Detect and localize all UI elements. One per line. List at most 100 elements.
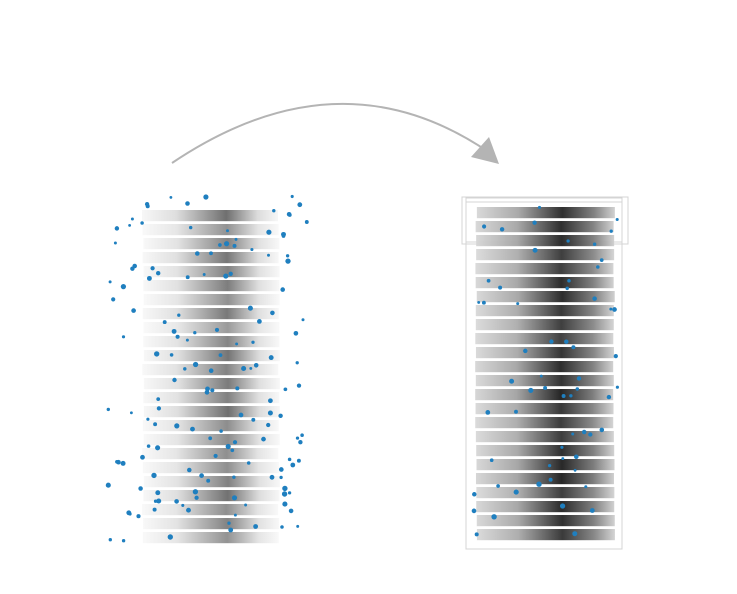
stack-row bbox=[476, 459, 615, 471]
scatter-point bbox=[287, 457, 292, 462]
scatter-point bbox=[296, 383, 302, 388]
transform-arrow bbox=[171, 103, 499, 164]
scatter-point bbox=[226, 229, 229, 233]
scatter-point bbox=[286, 212, 292, 217]
scatter-point bbox=[108, 538, 112, 542]
scatter-point bbox=[285, 258, 291, 264]
scatter-point bbox=[111, 297, 116, 302]
scatter-point bbox=[155, 445, 161, 451]
scatter-point bbox=[195, 251, 200, 256]
scatter-point bbox=[472, 492, 477, 497]
right-stack bbox=[475, 207, 615, 543]
scatter-point bbox=[234, 237, 238, 241]
scatter-point bbox=[537, 205, 542, 209]
scatter-point bbox=[482, 224, 487, 229]
stack-row bbox=[475, 305, 614, 317]
scatter-point bbox=[266, 229, 272, 235]
scatter-point bbox=[301, 318, 305, 322]
stack-row bbox=[475, 319, 614, 331]
scatter-point bbox=[187, 467, 192, 473]
scatter-point bbox=[146, 275, 152, 281]
stack-row bbox=[143, 280, 280, 292]
scatter-point bbox=[152, 507, 157, 512]
scatter-point bbox=[606, 394, 612, 400]
scatter-point bbox=[280, 287, 285, 292]
scatter-point bbox=[218, 353, 223, 357]
scatter-point bbox=[223, 273, 229, 279]
scatter-point bbox=[268, 398, 273, 404]
scatter-point bbox=[561, 457, 565, 461]
scatter-point bbox=[532, 220, 537, 225]
scatter-point bbox=[251, 340, 255, 344]
scatter-point bbox=[162, 320, 167, 325]
scatter-point bbox=[612, 307, 617, 312]
scatter-point bbox=[300, 433, 304, 437]
scatter-point bbox=[572, 531, 578, 537]
scatter-point bbox=[574, 454, 579, 460]
scatter-point bbox=[581, 429, 587, 435]
scatter-point bbox=[247, 305, 253, 311]
scatter-point bbox=[193, 331, 197, 335]
scatter-point bbox=[549, 339, 554, 344]
scatter-point bbox=[290, 194, 294, 199]
scatter-point bbox=[613, 353, 618, 359]
scatter-point bbox=[225, 443, 231, 450]
scatter-point bbox=[298, 440, 303, 445]
scatter-point bbox=[249, 366, 253, 370]
scatter-point bbox=[130, 217, 134, 221]
scatter-point bbox=[121, 539, 126, 543]
scatter-point bbox=[185, 338, 189, 342]
scatter-point bbox=[283, 387, 288, 392]
scatter-point bbox=[539, 374, 543, 378]
scatter-point bbox=[266, 422, 271, 428]
scatter-point bbox=[280, 525, 284, 529]
stack-row bbox=[142, 532, 279, 544]
scatter-point bbox=[575, 387, 580, 391]
scatter-point bbox=[532, 247, 538, 253]
scatter-point bbox=[485, 410, 491, 415]
scatter-point bbox=[171, 328, 177, 334]
scatter-point bbox=[238, 412, 244, 418]
scatter-point bbox=[251, 417, 256, 422]
scatter-point bbox=[609, 229, 613, 233]
scatter-point bbox=[481, 300, 486, 305]
left-scatter-points bbox=[105, 194, 309, 543]
scatter-point bbox=[293, 330, 299, 336]
scatter-point bbox=[290, 462, 296, 468]
scatter-point bbox=[295, 436, 300, 440]
scatter-point bbox=[167, 534, 173, 540]
scatter-point bbox=[153, 422, 158, 427]
stack-row bbox=[476, 515, 615, 527]
stack-row bbox=[475, 431, 614, 443]
scatter-point bbox=[208, 368, 214, 374]
right-scatter-points bbox=[471, 205, 619, 537]
scatter-point bbox=[267, 253, 270, 257]
scatter-point bbox=[566, 239, 570, 243]
stack-row bbox=[142, 420, 279, 432]
scatter-point bbox=[232, 440, 238, 445]
scatter-point bbox=[523, 348, 528, 354]
stack-row bbox=[142, 210, 279, 222]
scatter-point bbox=[559, 503, 566, 509]
scatter-point bbox=[272, 209, 276, 213]
scatter-point bbox=[120, 460, 126, 466]
scatter-point bbox=[589, 508, 595, 513]
scatter-point bbox=[489, 458, 494, 463]
stack-row bbox=[475, 347, 614, 359]
scatter-point bbox=[121, 335, 126, 339]
scatter-point bbox=[567, 279, 571, 283]
scatter-point bbox=[185, 275, 190, 280]
stack-row bbox=[476, 207, 615, 219]
scatter-point bbox=[477, 300, 481, 304]
scatter-point bbox=[218, 243, 222, 247]
stack-row bbox=[142, 448, 279, 460]
scatter-point bbox=[192, 361, 199, 368]
scatter-point bbox=[565, 286, 569, 291]
scatter-point bbox=[250, 247, 254, 252]
stack-row bbox=[475, 473, 614, 485]
scatter-point bbox=[189, 225, 193, 230]
scatter-point bbox=[230, 448, 235, 453]
scatter-point bbox=[584, 485, 588, 489]
scatter-point bbox=[235, 342, 239, 346]
